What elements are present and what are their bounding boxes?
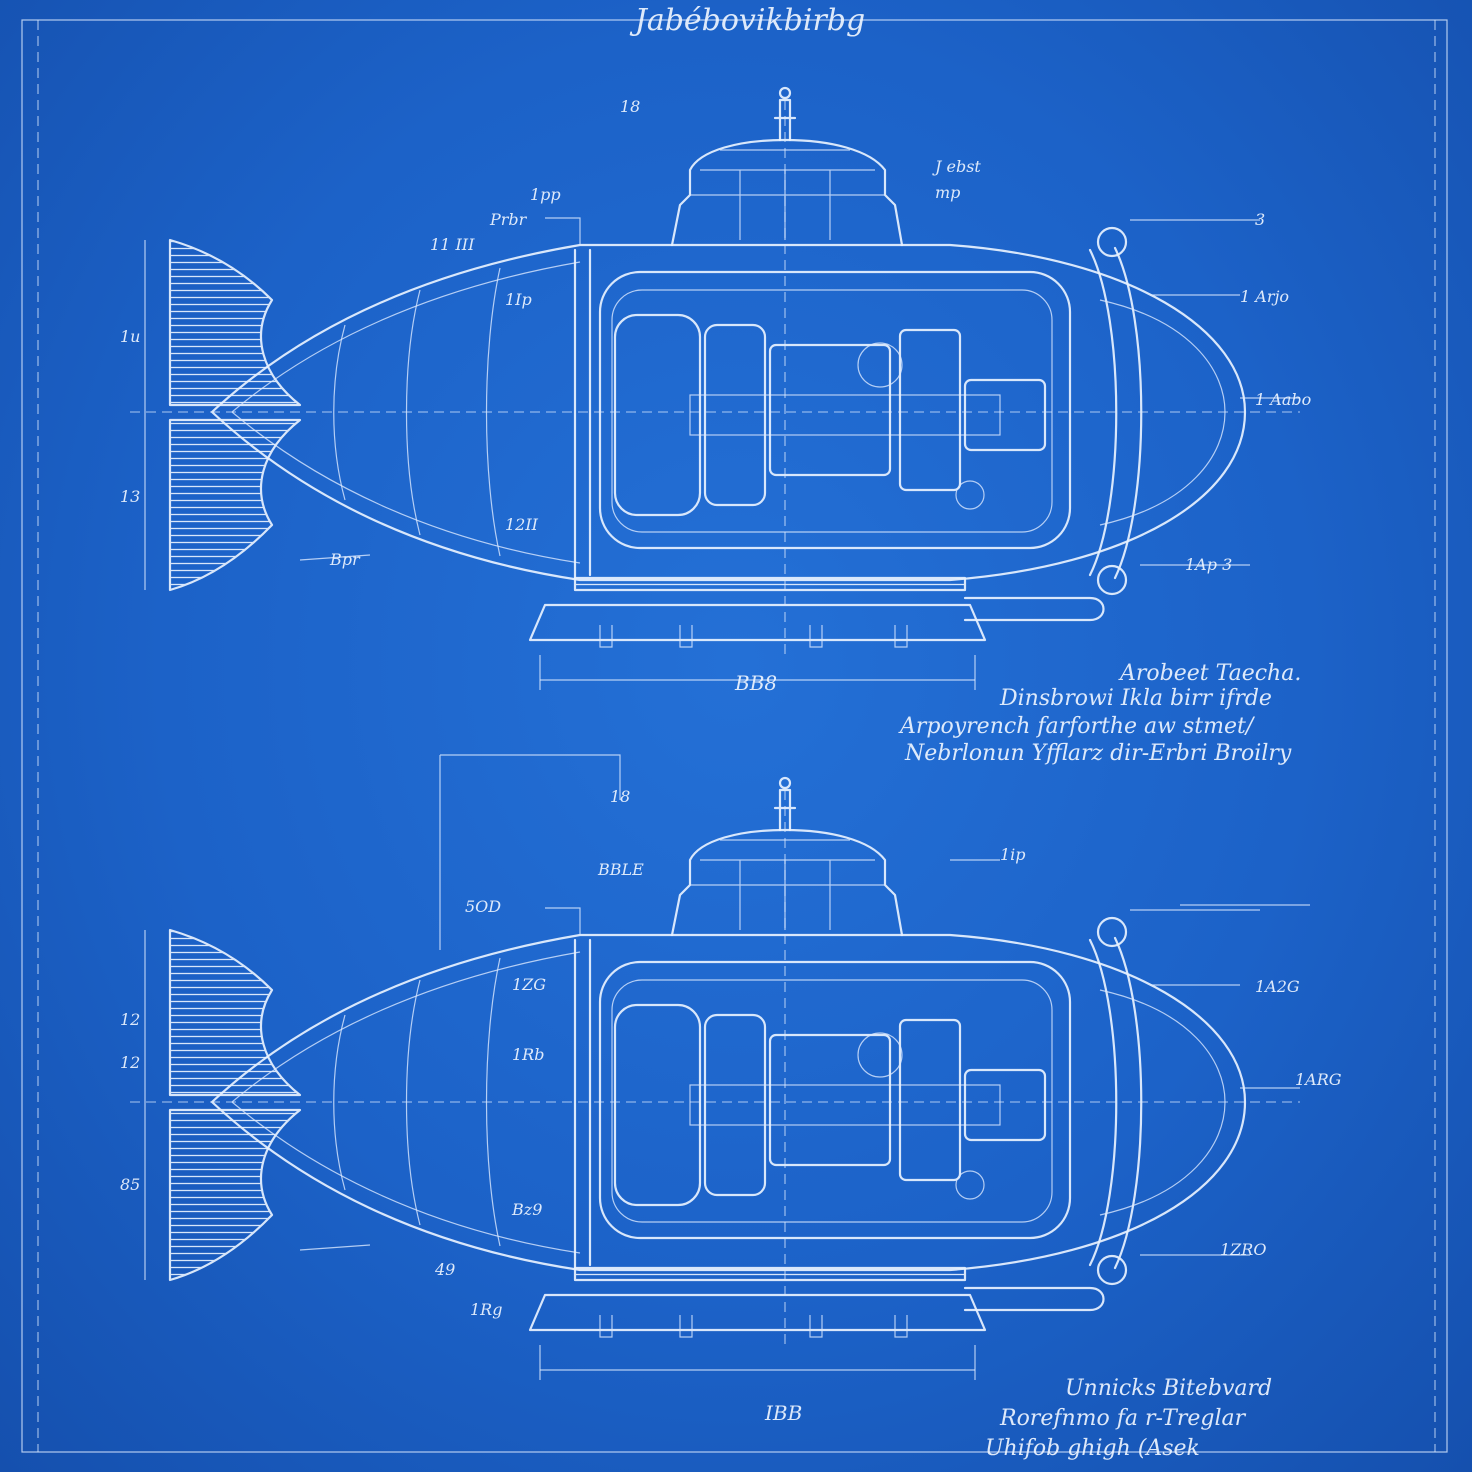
label-right-lower: 1Ap 3 [1185,555,1232,574]
label-fin-3: 85 [120,1175,140,1194]
label-bottom-left-bottom: 1Rg [470,1300,502,1319]
label-tower-right: 1ip [1000,845,1026,864]
label-fin-2: 12 [120,1053,140,1072]
note-line: Uhifob ghigh (Asek [985,1436,1200,1461]
label-hull-b-bottom: 1Rb [512,1045,544,1064]
dimension-length-top: BB8 [734,671,777,695]
label-mast-bottom: 18 [610,787,630,806]
dimension-length-bottom: IBB [764,1401,802,1425]
label-mast: 18 [620,97,640,116]
label-right-lower-bottom: 1ZRO [1220,1240,1266,1259]
note-line: Dinsbrowi Ikla birr ifrde [999,686,1272,711]
label-hull-a-bottom: 1ZG [512,975,546,994]
label-tower-left: BBLE [597,860,644,879]
label-fin-1: 12 [120,1010,140,1029]
label-fin-upper: 1u [120,327,140,346]
submarine-side-view-top [128,86,1302,692]
label-hatch: 3 [1255,210,1265,229]
note-line: Arobeet Taecha. [1118,661,1301,686]
label-right-mid: 1 Aabo [1255,390,1311,409]
notes-top: Arobeet Taecha. Dinsbrowi Ikla birr ifrd… [898,661,1301,766]
label-right-upper-bottom: 1A2G [1255,977,1300,996]
note-line: Unnicks Bitebvard [1065,1376,1272,1401]
label-fin-4: 49 [434,1260,455,1279]
label-tower-note-1: J ebst [932,157,981,176]
label-hull-a: 1Ip [505,290,532,309]
label-top-mark: 1pp [530,185,561,204]
submarine-side-view-bottom [128,776,1302,1382]
note-line: Arpoyrench farforthe aw stmet/ [898,714,1256,739]
sheet-title: Jabébovikbirbg [629,3,865,38]
label-hull-c-bottom: Bz9 [511,1200,542,1219]
label-right-mid-bottom: 1ARG [1295,1070,1342,1089]
note-line: Nebrlonun Yfflarz dir-Erbri Broilry [904,741,1292,766]
label-fin-lower: 13 [120,487,140,506]
label-bottom-left: Bpr [329,550,361,569]
label-upper-left: Prbr [489,210,528,229]
sheet-border [21,19,1448,1453]
label-upper-left-2: 11 III [430,235,475,254]
label-right-upper: 1 Arjo [1240,287,1289,306]
notes-bottom: Unnicks Bitebvard Rorefnmo fa r-Treglar … [985,1376,1272,1461]
label-tower-note-2: mp [935,183,960,202]
label-hull-b: 12II [505,515,539,534]
label-left: 5OD [465,897,501,916]
note-line: Rorefnmo fa r-Treglar [999,1406,1247,1431]
